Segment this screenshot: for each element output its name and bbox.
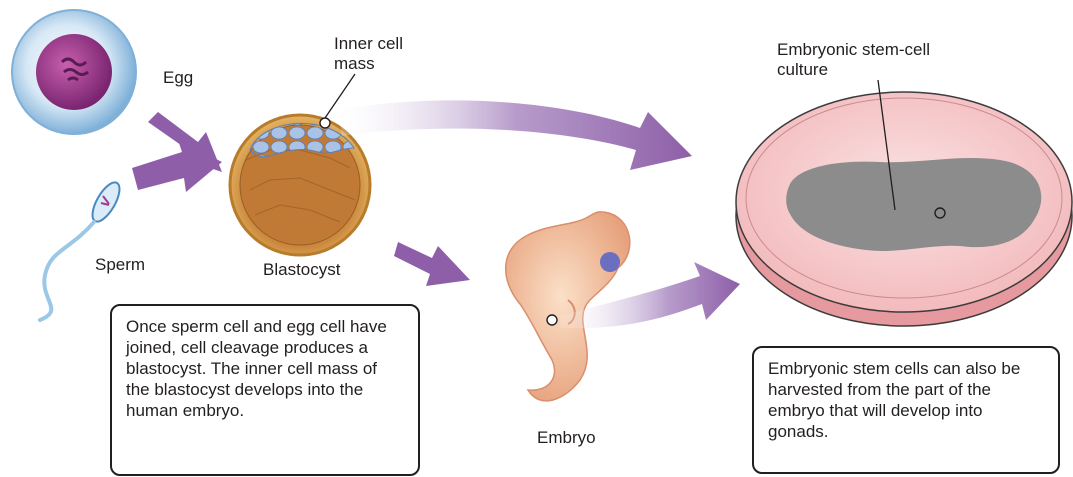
culture-label: Embryonic stem-cell culture: [777, 40, 930, 80]
sperm-cell-illustration: [40, 178, 125, 320]
blastocyst-illustration: [230, 74, 370, 255]
embryo-label: Embryo: [537, 428, 596, 448]
callout-fertilization-text: Once sperm cell and egg cell have joined…: [126, 316, 404, 421]
stem-cell-culture-area: [786, 158, 1041, 251]
arrow-blastocyst-to-culture: [338, 100, 692, 170]
inner-cell-mass-label: Inner cell mass: [334, 34, 403, 74]
sperm-label: Sperm: [95, 255, 145, 275]
callout-gonads-text: Embryonic stem cells can also be harvest…: [768, 358, 1044, 442]
callout-gonads: Embryonic stem cells can also be harvest…: [752, 346, 1060, 474]
blastocyst-label: Blastocyst: [263, 260, 340, 280]
egg-cell-illustration: [12, 10, 136, 134]
petri-dish-illustration: [736, 80, 1072, 326]
egg-label: Egg: [163, 68, 193, 88]
callout-fertilization: Once sperm cell and egg cell have joined…: [110, 304, 420, 476]
arrow-blastocyst-to-embryo: [394, 242, 470, 286]
